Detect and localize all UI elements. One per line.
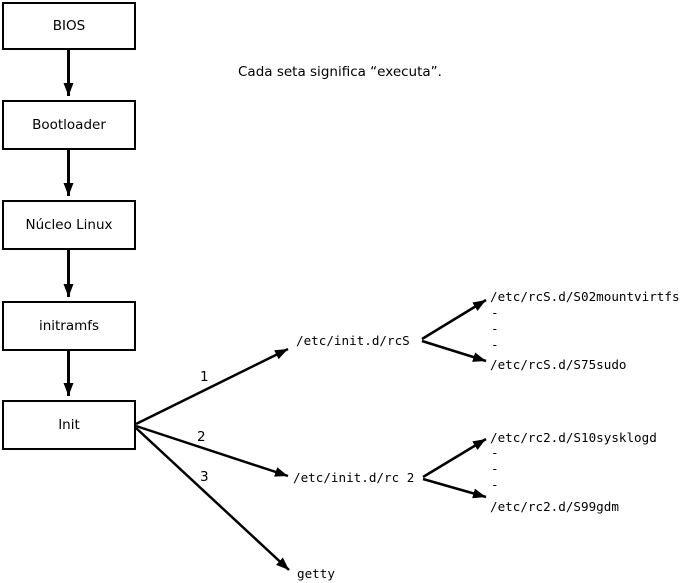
arrow-init-to-getty xyxy=(135,427,290,571)
arrow-rcs-to-s75sudo xyxy=(421,339,487,363)
box-init-label: Init xyxy=(58,417,80,433)
ellipsis-dash: - xyxy=(491,337,499,352)
branch-1-number: 1 xyxy=(200,369,209,385)
script-rcs-s02mountvirtfs: /etc/rcS.d/S02mountvirtfs xyxy=(490,289,680,304)
arrow-rc2-to-s10sysklogd xyxy=(422,437,487,479)
script-init-d-rcs: /etc/init.d/rcS xyxy=(296,333,410,348)
note-text: Cada seta significa “executa”. xyxy=(238,64,442,80)
ellipsis-dash: - xyxy=(491,305,499,320)
arrow-init-to-rcs xyxy=(135,347,289,426)
script-rcs-s75sudo: /etc/rcS.d/S75sudo xyxy=(490,357,627,372)
box-bootloader-label: Bootloader xyxy=(32,117,106,133)
box-bootloader: Bootloader xyxy=(2,100,136,150)
ellipsis-dash: - xyxy=(491,321,499,336)
branch-3-number: 3 xyxy=(200,469,209,485)
arrow-init-to-rc2 xyxy=(135,424,289,478)
box-nucleo-linux: Núcleo Linux xyxy=(2,200,136,250)
ellipsis-dash: - xyxy=(491,477,499,492)
box-init: Init xyxy=(2,400,136,450)
ellipsis-dash: - xyxy=(491,445,499,460)
box-bios-label: BIOS xyxy=(52,18,86,34)
script-getty: getty xyxy=(297,566,335,581)
box-bios: BIOS xyxy=(2,2,136,50)
arrow-rcs-to-s02mountvirtfs xyxy=(421,298,487,341)
script-rc2-s99gdm: /etc/rc2.d/S99gdm xyxy=(490,499,619,514)
ellipsis-dash: - xyxy=(491,461,499,476)
branch-2-number: 2 xyxy=(197,429,206,445)
box-nucleo-linux-label: Núcleo Linux xyxy=(25,217,113,233)
box-initramfs-label: initramfs xyxy=(38,318,100,334)
script-rc2-s10sysklogd: /etc/rc2.d/S10sysklogd xyxy=(490,430,657,445)
arrow-rc2-to-s99gdm xyxy=(422,477,487,499)
box-initramfs: initramfs xyxy=(2,301,136,351)
script-init-d-rc2: /etc/init.d/rc 2 xyxy=(293,470,415,485)
